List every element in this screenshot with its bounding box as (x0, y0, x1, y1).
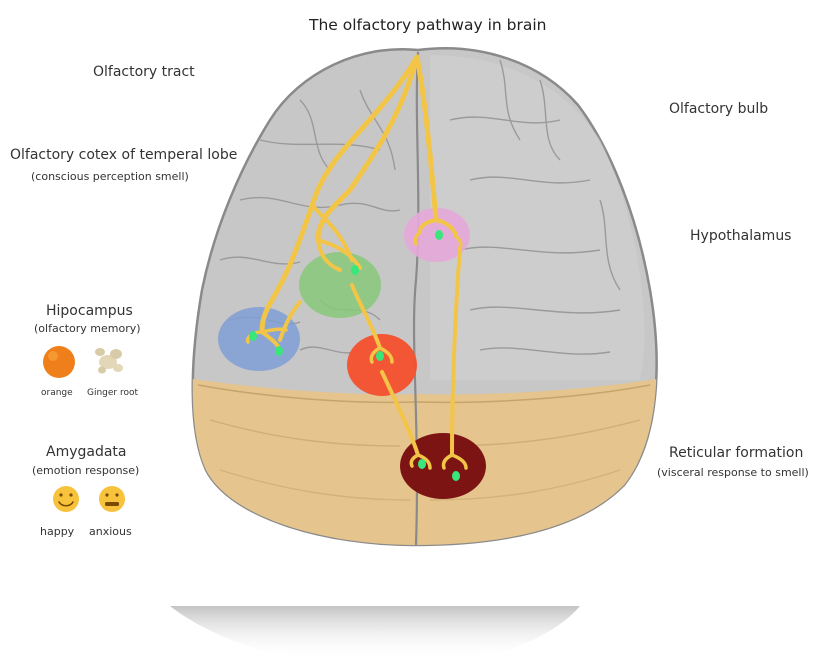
hippocampus-region (218, 307, 300, 371)
label-olfactory-tract: Olfactory tract (93, 64, 195, 80)
label-reticular-formation: Reticular formation (669, 445, 803, 461)
diagram-title: The olfactory pathway in brain (309, 16, 546, 34)
example-icons (43, 346, 125, 512)
label-happy: happy (40, 525, 74, 538)
olfactory-cortex-region (299, 252, 381, 318)
node-hypothalamus (435, 230, 443, 240)
node-reticular-1 (418, 459, 426, 469)
label-olfactory-cortex-note: (conscious perception smell) (31, 170, 189, 183)
node-hippocampus-2 (275, 346, 283, 356)
label-hippocampus-note: (olfactory memory) (34, 322, 141, 335)
node-amygdala (376, 351, 384, 361)
node-hippocampus-1 (249, 331, 257, 341)
label-reticular-formation-note: (visceral response to smell) (657, 466, 809, 479)
ginger-root-icon (95, 348, 123, 374)
amygdala-region (347, 334, 417, 396)
orange-icon (43, 346, 75, 378)
label-anxious: anxious (89, 525, 132, 538)
label-amygdala-note: (emotion response) (32, 464, 139, 477)
node-olfactory-cortex (351, 265, 359, 275)
label-hippocampus: Hipocampus (46, 303, 133, 319)
anxious-face-icon (99, 486, 125, 512)
brain-shadow (170, 606, 580, 660)
label-olfactory-bulb: Olfactory bulb (669, 101, 768, 117)
label-amygdala: Amygadata (46, 444, 127, 460)
label-ginger-root: Ginger root (87, 388, 138, 398)
node-reticular-2 (452, 471, 460, 481)
label-orange: orange (41, 388, 73, 398)
happy-face-icon (53, 486, 79, 512)
label-hypothalamus: Hypothalamus (690, 228, 791, 244)
label-olfactory-cortex: Olfactory cotex of temperal lobe (10, 147, 237, 163)
